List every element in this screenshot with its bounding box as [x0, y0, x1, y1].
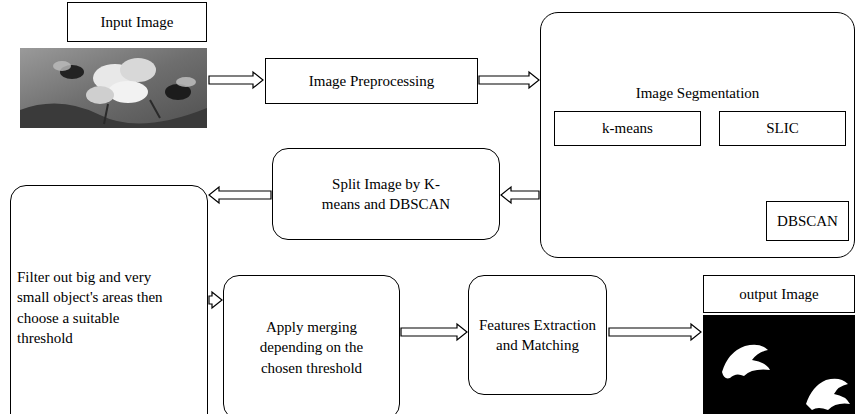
method-box: k-means — [554, 111, 701, 146]
group-box: Image Segmentation k-means SLIC DBSCAN — [540, 12, 855, 258]
block-arrow — [209, 187, 271, 203]
box-text: Features Extraction and Matching — [477, 315, 598, 356]
method-box: SLIC — [719, 111, 846, 146]
group-title: Image Segmentation — [541, 83, 854, 103]
box-text: Input Image — [101, 12, 174, 32]
box-text: DBSCAN — [777, 211, 838, 231]
process-box: Filter out big and very small object's a… — [10, 185, 208, 414]
block-arrow — [479, 72, 539, 88]
box-text: Filter out big and very small object's a… — [17, 267, 169, 348]
box-text: SLIC — [766, 118, 799, 138]
block-arrow — [209, 292, 222, 308]
box-text: output Image — [739, 284, 819, 304]
block-arrow — [501, 187, 539, 203]
process-box: Image Preprocessing — [265, 58, 478, 104]
block-arrow — [401, 324, 467, 340]
process-box: Features Extraction and Matching — [468, 275, 607, 395]
method-box: DBSCAN — [766, 201, 849, 241]
box-text: Split Image by K-means and DBSCAN — [315, 174, 457, 215]
process-box: Split Image by K-means and DBSCAN — [272, 148, 500, 240]
box-text: Apply merging depending on the chosen th… — [242, 317, 381, 378]
process-box: Apply merging depending on the chosen th… — [223, 275, 400, 414]
box-text: k-means — [602, 118, 653, 138]
output-mask — [703, 315, 855, 414]
output-arrow — [609, 324, 701, 340]
photo-arrow — [209, 72, 263, 88]
box-text: Image Preprocessing — [309, 71, 434, 91]
label-box: output Image — [703, 275, 855, 313]
label-box: Input Image — [67, 2, 207, 42]
input-photo — [20, 48, 207, 128]
